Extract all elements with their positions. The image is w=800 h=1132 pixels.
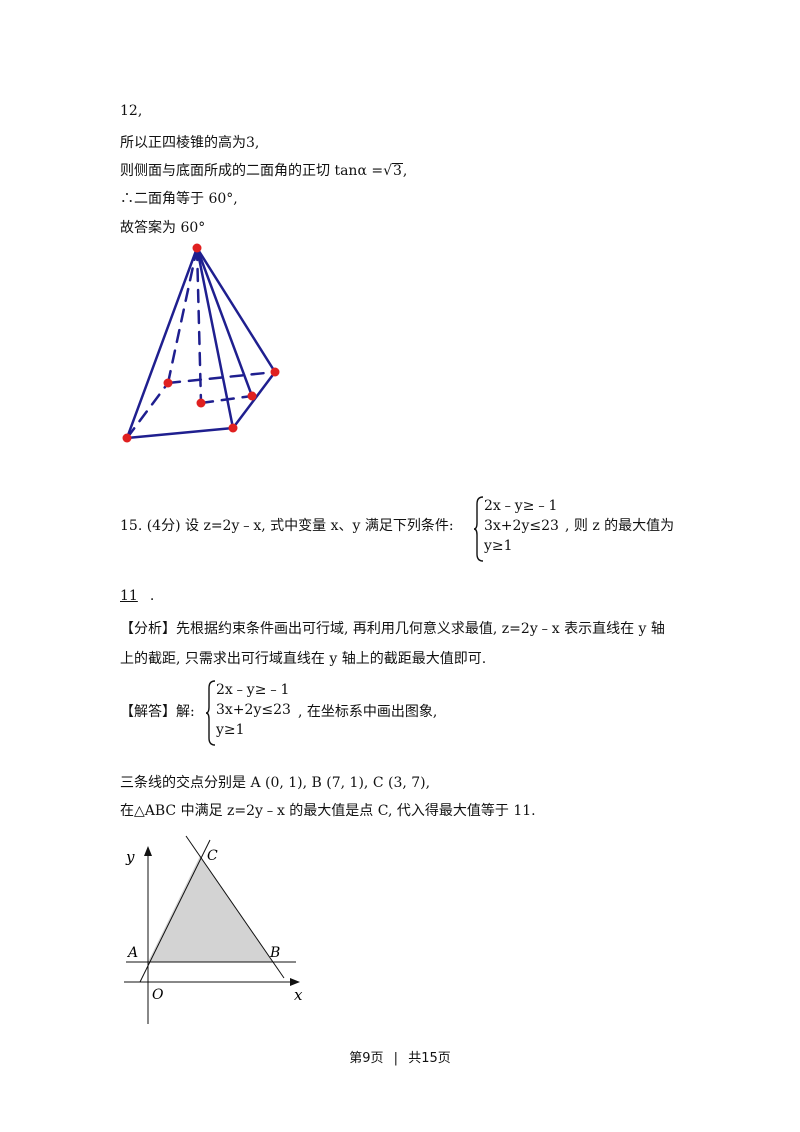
pyramid-figure <box>122 243 280 443</box>
vertex-back-right <box>270 367 280 377</box>
label-x: x <box>294 986 303 1004</box>
vertex-center <box>196 398 206 408</box>
sqrt-sign: √ <box>383 163 392 179</box>
problem-15-stem: 15. (4分) 设 z=2y﹣x, 式中变量 x、y 满足下列条件: <box>120 518 454 534</box>
vertex-front-right <box>228 423 238 433</box>
page-number: 第9页 <box>349 1051 384 1066</box>
label-b: B <box>269 945 280 961</box>
answer-period: . <box>149 588 155 604</box>
feasible-region <box>148 856 273 962</box>
tangent-text: 则侧面与底面所成的二面角的正切 tanα = <box>120 163 384 179</box>
line-2x-minus-y <box>139 839 211 983</box>
solution-line-3: 则侧面与底面所成的二面角的正切 tanα =√3, <box>120 160 407 180</box>
solution-constraint-1: 2x﹣y≥﹣1 <box>216 682 290 698</box>
label-o: O <box>152 987 164 1003</box>
solution-label: 【解答】解: <box>120 704 195 720</box>
constraint-1: 2x﹣y≥﹣1 <box>484 498 558 514</box>
edge-apex-front-right <box>195 246 235 430</box>
edge-apex-mid-right <box>195 246 254 398</box>
label-a: A <box>126 945 138 961</box>
vertex-mid-right <box>247 391 257 401</box>
solution-draw-text: , 在坐标系中画出图象, <box>298 704 438 720</box>
solution-system: 2x﹣y≥﹣1 3x+2y≤23 y≥1 <box>216 680 291 740</box>
analysis-line-1: 【分析】先根据约束条件画出可行域, 再利用几何意义求最值, z=2y﹣x 表示直… <box>120 621 665 637</box>
y-axis-arrow <box>144 846 152 856</box>
problem-15-question: , 则 z 的最大值为 <box>565 518 675 534</box>
solution-intersections: 三条线的交点分别是 A (0, 1), B (7, 1), C (3, 7), <box>120 775 431 791</box>
edge-center-mid <box>199 394 254 405</box>
sqrt-value: 3 <box>392 163 403 179</box>
x-axis-arrow <box>290 978 300 986</box>
page-footer: 第9页 | 共15页 <box>0 1047 800 1066</box>
problem-15-answer-line: 11. <box>120 588 154 604</box>
solution-constraint-3: y≥1 <box>216 722 245 738</box>
line-3x-plus-2y <box>185 835 285 979</box>
constraint-3: y≥1 <box>484 538 513 554</box>
solution-line-4: ∴二面角等于 60°, <box>120 191 238 207</box>
edge-apex-front-left <box>125 246 199 440</box>
problem-15-brace <box>474 496 484 562</box>
solution-line-5: 故答案为 60° <box>120 220 206 236</box>
edge-apex-back-left <box>166 246 199 385</box>
analysis-line-2: 上的截距, 只需求出可行域直线在 y 轴上的截距最大值即可. <box>120 651 487 667</box>
constraint-2: 3x+2y≤23 <box>484 518 559 534</box>
solution-brace <box>206 680 216 746</box>
solution-constraint-2: 3x+2y≤23 <box>216 702 291 718</box>
problem-15-system: 2x﹣y≥﹣1 3x+2y≤23 y≥1 <box>484 496 559 556</box>
page-total: 共15页 <box>408 1051 451 1066</box>
vertex-back-left <box>163 378 173 388</box>
feasible-region-graph: y x O A B C <box>124 835 303 1024</box>
vertex-apex <box>192 243 202 253</box>
label-c: C <box>207 848 218 864</box>
edge-apex-center <box>195 246 203 405</box>
vertex-front-left <box>122 433 132 443</box>
edge-base-front <box>125 426 235 440</box>
tangent-comma: , <box>402 163 408 179</box>
solution-line-2: 所以正四棱锥的高为3, <box>120 135 260 151</box>
edge-base-back <box>166 370 277 385</box>
edge-base-left <box>125 381 170 440</box>
footer-separator: | <box>393 1051 399 1066</box>
edge-apex-back-right <box>195 246 277 374</box>
label-y: y <box>125 848 135 866</box>
solution-conclusion: 在△ABC 中满足 z=2y﹣x 的最大值是点 C, 代入得最大值等于 11. <box>120 803 536 819</box>
solution-line-1: 12, <box>120 103 143 119</box>
problem-15-answer: 11 <box>120 588 138 604</box>
